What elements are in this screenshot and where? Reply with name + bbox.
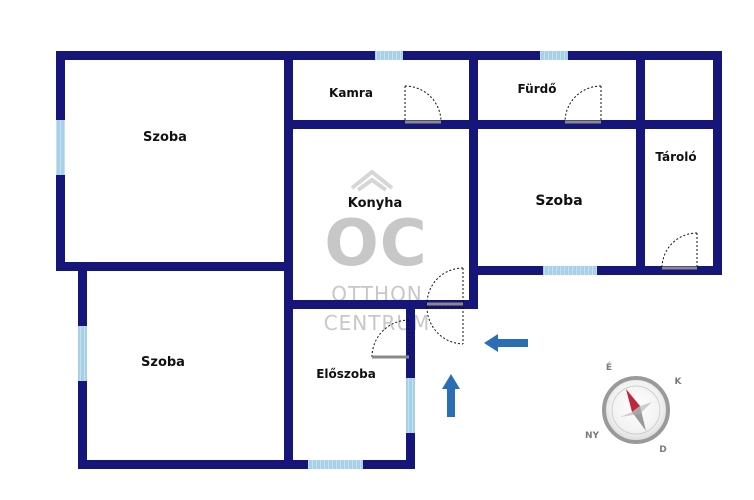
room-label-tarolo: Tároló: [655, 150, 696, 164]
door-swing-icon: [564, 85, 602, 123]
compass-north: É: [606, 361, 612, 373]
entrance-arrow-icon: [484, 334, 528, 352]
window: [56, 120, 65, 175]
compass-west: NY: [585, 431, 600, 441]
watermark-monogram: OC: [324, 207, 427, 281]
room-label-kamra: Kamra: [329, 86, 373, 100]
watermark-roof-icon: [350, 169, 394, 192]
doors: [371, 85, 698, 359]
room-label-szoba-right: Szoba: [535, 193, 582, 209]
door-swing-icon: [404, 85, 442, 123]
room-label-eloszoba: Előszoba: [316, 367, 376, 381]
room-label-konyha: Konyha: [348, 196, 403, 211]
room-label-furdo: Fürdő: [518, 82, 557, 96]
window: [78, 326, 87, 381]
compass-south: D: [659, 445, 666, 455]
room-labels: Szoba Szoba Szoba Kamra Fürdő Konyha Tár…: [141, 82, 697, 381]
window: [375, 51, 403, 60]
windows: [56, 51, 597, 469]
door-swing-icon: [426, 306, 464, 345]
room-label-szoba-upper-left: Szoba: [143, 130, 187, 145]
compass-needle-north: [626, 389, 640, 412]
window: [406, 378, 415, 433]
room-label-szoba-lower-left: Szoba: [141, 355, 185, 370]
entrance-arrow-icon: [442, 374, 460, 417]
entrance-arrows: [442, 334, 528, 417]
compass-icon: É K D NY: [585, 361, 683, 455]
window: [540, 51, 568, 60]
compass-east: K: [675, 377, 683, 387]
window: [543, 266, 597, 275]
door-swing-icon: [426, 267, 464, 305]
door-swing-icon: [371, 319, 410, 358]
window: [308, 460, 363, 469]
door-swing-icon: [661, 232, 698, 269]
